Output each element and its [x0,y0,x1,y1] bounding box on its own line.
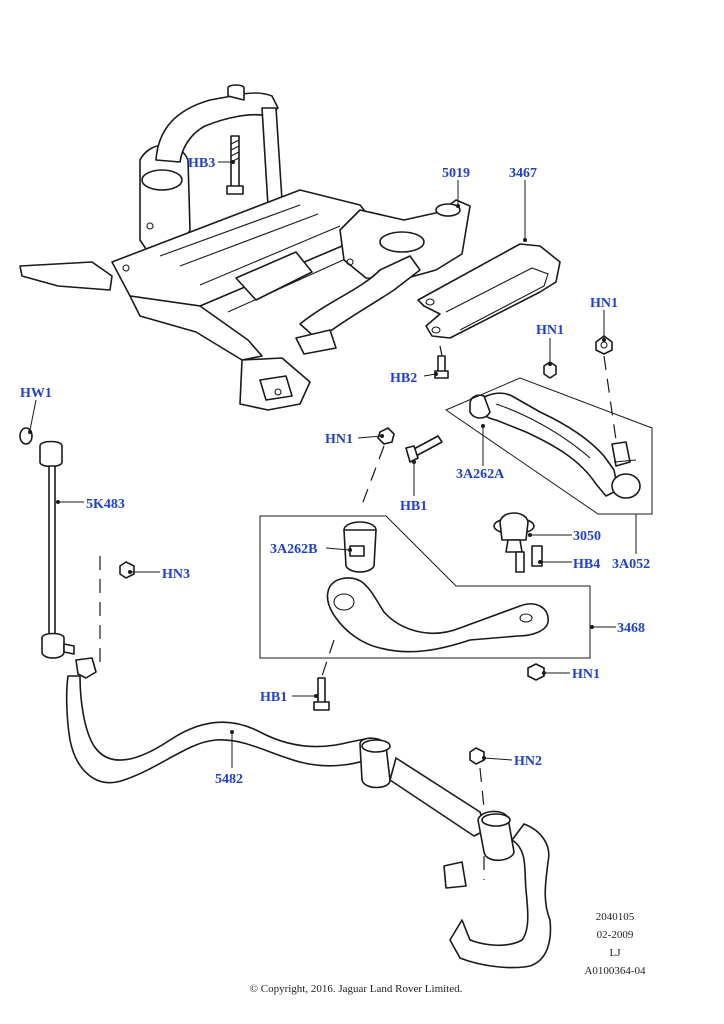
label-5482[interactable]: 5482 [215,772,243,787]
part-3467-shield [417,243,561,339]
copyright-text: © Copyright, 2016. Jaguar Land Rover Lim… [250,983,463,995]
dashline-hn2 [479,767,485,880]
nut-hn1-upper [595,335,613,355]
label-3a262a[interactable]: 3A262A [456,467,505,482]
label-5k483[interactable]: 5K483 [86,497,125,512]
label-hb4[interactable]: HB4 [573,557,600,572]
group-outline-3a052 [444,377,653,515]
diagram-date: 02-2009 [597,929,634,941]
label-5019[interactable]: 5019 [442,166,470,181]
dashline-hn1 [359,445,385,511]
label-hn1-lower[interactable]: HN1 [572,667,600,682]
part-3a052-arm [469,392,641,499]
bolt-hb1-lower [313,677,330,711]
label-3467[interactable]: 3467 [509,166,537,181]
diagram-code: 2040105 [596,911,635,923]
nut-hn3 [119,561,135,579]
group-outline-3468 [259,515,591,659]
bolt-hb1-upper [405,435,443,463]
subframe-assembly [19,84,471,411]
label-hn3[interactable]: HN3 [162,567,190,582]
nut-hn2 [469,747,485,765]
label-hw1[interactable]: HW1 [20,386,52,401]
part-3a262b-bush [343,521,377,573]
label-hn1-upper[interactable]: HN1 [590,296,618,311]
label-3a052[interactable]: 3A052 [612,557,650,572]
nut-hn1-left [377,427,395,445]
diagram-ref: A0100364-04 [584,965,646,977]
label-3050[interactable]: 3050 [573,529,601,544]
label-hn2[interactable]: HN2 [514,754,542,769]
label-hn1-left[interactable]: HN1 [325,432,353,447]
dashline-hb2 [439,345,443,357]
label-3468[interactable]: 3468 [617,621,645,636]
part-5482-stabilizer-bar [65,657,552,969]
label-hb1-lower[interactable]: HB1 [260,690,287,705]
label-hb3[interactable]: HB3 [188,156,215,171]
label-hb2[interactable]: HB2 [390,371,417,386]
part-5k483-link [19,427,75,659]
label-hn1-middle[interactable]: HN1 [536,323,564,338]
leader-dots [28,160,606,760]
bolt-hb4 [531,545,543,567]
dashline-3050 [603,355,617,441]
label-3a262b[interactable]: 3A262B [270,542,317,557]
bolt-hb3 [226,135,244,195]
leader-lines [29,161,637,768]
dashline-hb1 [321,639,335,677]
part-3468-lower-arm [326,577,549,653]
part-3050-ball-joint [493,512,535,573]
diagram-lj: LJ [610,947,622,959]
label-hb1-upper[interactable]: HB1 [400,499,427,514]
nut-hn1-lower [527,663,545,681]
